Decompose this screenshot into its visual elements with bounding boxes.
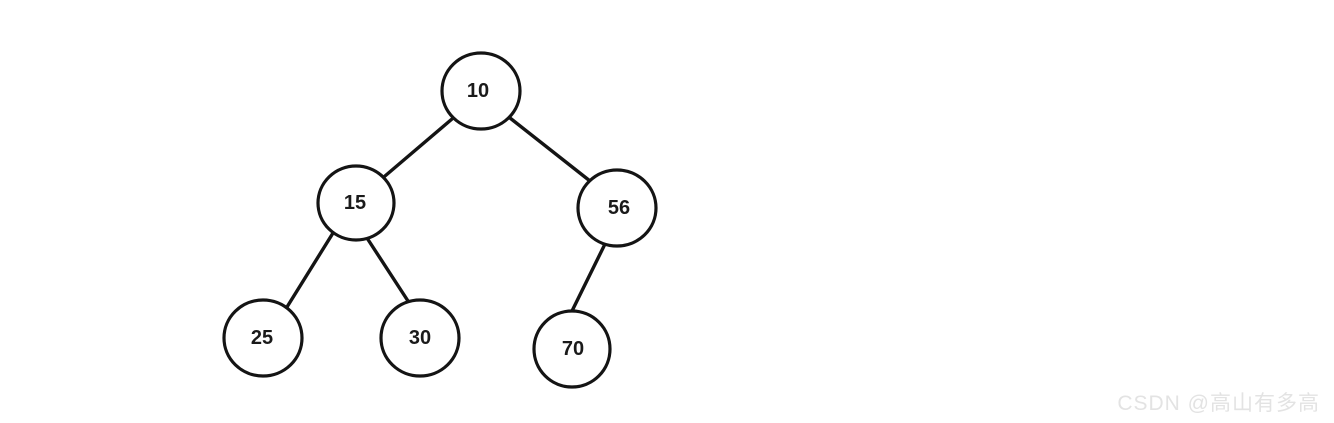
node-circle-15 [316, 164, 396, 242]
node-label-70: 70 [562, 338, 584, 360]
tree-node-10[interactable]: 10 [440, 51, 522, 131]
tree-nodes: 10 15 56 25 30 70 [222, 51, 658, 389]
csdn-watermark: CSDN @高山有多高 [1117, 392, 1320, 415]
node-label-56: 56 [608, 197, 630, 219]
node-circle-10 [440, 51, 522, 131]
node-circle-25 [222, 298, 304, 378]
tree-edge-n10-to-n15 [383, 117, 454, 178]
node-circle-56 [576, 168, 658, 248]
tree-edge-n15-to-n25 [285, 231, 335, 309]
tree-node-30[interactable]: 30 [379, 298, 461, 378]
node-label-30: 30 [409, 327, 431, 349]
node-circle-70 [532, 309, 612, 389]
tree-node-25[interactable]: 25 [222, 298, 304, 378]
node-label-25: 25 [251, 327, 273, 349]
node-label-10: 10 [467, 80, 489, 102]
tree-edge-n10-to-n56 [508, 116, 592, 183]
node-circle-30 [379, 298, 461, 378]
tree-edge-n15-to-n30 [365, 236, 410, 303]
tree-edge-n56-to-n70 [570, 242, 607, 313]
tree-edges [285, 116, 607, 313]
tree-node-56[interactable]: 56 [576, 168, 658, 248]
tree-node-15[interactable]: 15 [316, 164, 396, 242]
tree-node-70[interactable]: 70 [532, 309, 612, 389]
node-label-15: 15 [344, 192, 366, 214]
